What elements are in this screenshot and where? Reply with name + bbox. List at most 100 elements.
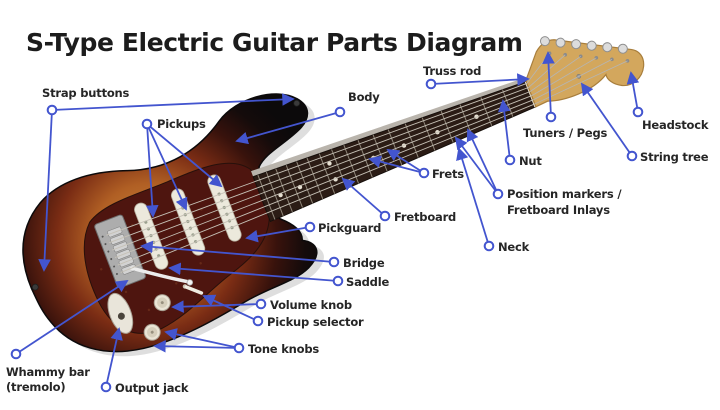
callout-fretboard: Fretboard [341, 177, 456, 224]
callout-dot [10, 348, 22, 360]
callout-label: Headstock [642, 118, 709, 132]
callout-line [430, 73, 530, 86]
callout-dot [233, 342, 245, 354]
callout-line [235, 111, 341, 145]
callout-line [454, 136, 499, 195]
callout-label: Output jack [115, 381, 189, 395]
callout-line [341, 177, 386, 217]
callout-frets: Frets [368, 148, 464, 181]
callout-line [171, 300, 262, 313]
callout-label: String tree [640, 150, 709, 164]
callout-dot [425, 78, 437, 90]
callout-line [368, 155, 425, 174]
callout-label: Neck [498, 240, 530, 254]
callout-dot [379, 210, 391, 222]
callout-label: Tuners / Pegs [523, 126, 608, 140]
callout-line [153, 339, 240, 353]
tuner-pegs [539, 36, 628, 54]
neck-edge-highlight [251, 77, 527, 177]
callout-dot [252, 315, 264, 327]
callout-line [105, 327, 123, 388]
callout-volume-knob: Volume knob [171, 298, 352, 313]
callout-label: Pickups [157, 117, 206, 131]
callout-label: Tone knobs [248, 342, 319, 356]
strap-button-end [31, 283, 39, 291]
callout-label: Pickguard [318, 221, 381, 235]
callout-output-jack: Output jack [100, 327, 189, 395]
whammy-bar [130, 266, 194, 286]
callout-whammy-bar: Whammy bar (tremolo) [6, 279, 129, 394]
callout-position-markers: Position markers / Fretboard Inlays [454, 128, 623, 217]
callout-dot [492, 188, 504, 200]
volume-knob [153, 294, 171, 312]
callout-pickguard: Pickguard [245, 221, 381, 243]
callout-tone-knobs: Tone knobs [153, 328, 320, 356]
callout-line [580, 82, 633, 157]
callout-dot [328, 256, 340, 268]
callout-dot [418, 167, 430, 179]
callout-line [168, 262, 339, 282]
callout-line [466, 128, 499, 195]
callout-line [456, 147, 490, 247]
callout-line [542, 51, 555, 118]
tone-knob [143, 323, 161, 341]
callout-dot [46, 104, 58, 116]
callout-line [245, 226, 311, 243]
callout-pickup-selector: Pickup selector [202, 294, 364, 329]
callout-line [498, 99, 511, 161]
callout-line [140, 240, 335, 263]
callout-label: Position markers / [507, 187, 622, 201]
strings [106, 82, 535, 273]
callout-label: Pickup selector [267, 315, 364, 329]
callout-label: Truss rod [423, 64, 481, 78]
callout-line [146, 123, 223, 188]
callout-line [164, 328, 240, 349]
callout-label: Whammy bar [6, 365, 90, 379]
callout-dot [304, 221, 316, 233]
callout-line [146, 123, 159, 218]
callout-label: Nut [519, 154, 542, 168]
callout-label: Volume knob [270, 298, 352, 312]
callout-truss-rod: Truss rod [423, 64, 530, 90]
callout-dot [632, 106, 644, 118]
callout-dot [626, 150, 638, 162]
callout-label: Frets [432, 167, 464, 181]
callout-line [15, 279, 129, 355]
callout-label: Fretboard [394, 210, 456, 224]
callout-label: (tremolo) [6, 380, 65, 394]
callout-label: Strap buttons [42, 86, 130, 100]
callout-neck: Neck [456, 147, 530, 254]
callout-dot [100, 381, 112, 393]
callout-label: Bridge [343, 256, 385, 270]
callout-label: Saddle [346, 275, 389, 289]
callout-line [386, 148, 425, 174]
callout-strap-buttons: Strap buttons [38, 86, 295, 272]
callout-line [38, 109, 53, 272]
callout-tuners-pegs: Tuners / Pegs [523, 51, 608, 140]
fretboard [252, 80, 537, 223]
callout-nut: Nut [498, 99, 543, 168]
callout-body: Body [235, 90, 380, 145]
callout-pickups: Pickups [141, 117, 223, 218]
callout-line [51, 93, 295, 111]
callout-bridge: Bridge [140, 240, 385, 270]
callout-saddle: Saddle [168, 262, 390, 289]
callout-label: Fretboard Inlays [507, 203, 610, 217]
callout-dot [545, 111, 557, 123]
callout-dot [255, 298, 267, 310]
callout-dot [504, 154, 516, 166]
callout-headstock: Headstock [626, 71, 709, 132]
callout-dot [332, 275, 344, 287]
callout-line [146, 123, 188, 211]
callout-line [626, 71, 640, 113]
output-jack-socket [117, 312, 125, 320]
callout-dot [334, 106, 346, 118]
headstock [525, 36, 645, 108]
callout-line [202, 294, 259, 322]
annotations: Strap buttons Pickups Body Truss rod Tun… [6, 51, 709, 395]
callout-dot [483, 240, 495, 252]
pickup-selector-switch [182, 284, 204, 295]
callout-string-tree: String tree [580, 82, 709, 164]
